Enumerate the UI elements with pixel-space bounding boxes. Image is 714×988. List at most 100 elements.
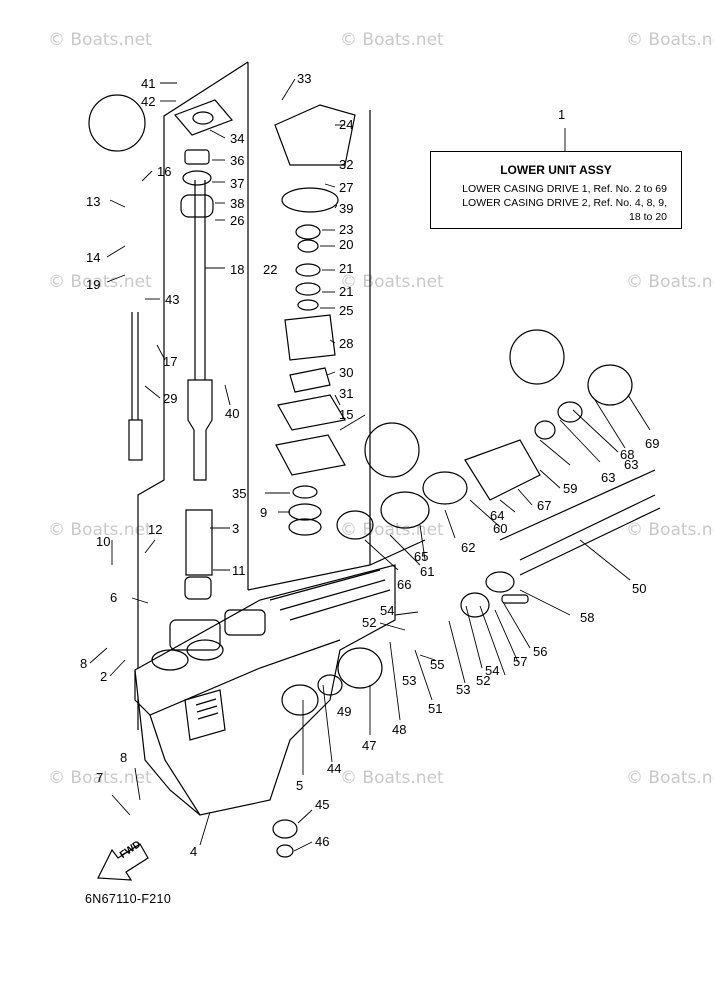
shift-rod-part <box>128 312 143 461</box>
watermark-text: © Boats.net <box>48 272 152 292</box>
callout-4: 4 <box>190 844 198 859</box>
watermark-text: © Boats.net <box>340 272 444 292</box>
watermark-text: © Boats.net <box>340 30 444 50</box>
callout-7: 7 <box>96 770 104 785</box>
callout-21: 21 <box>339 261 354 276</box>
callout-52: 52 <box>362 615 377 630</box>
leader-lines <box>89 78 651 852</box>
water-pump-components <box>274 104 356 536</box>
watermark-text: © Boats.net <box>626 768 714 788</box>
callout-21: 21 <box>339 284 354 299</box>
assy-line-1: LOWER CASING DRIVE 1, Ref. No. 2 to 69 <box>462 183 667 195</box>
callout-61: 61 <box>420 564 435 579</box>
callout-45: 45 <box>315 797 330 812</box>
drive-shaft-part <box>187 180 213 481</box>
callout-56: 56 <box>533 644 548 659</box>
watermark-text: © Boats.net <box>626 30 714 50</box>
callout-2: 2 <box>100 669 108 684</box>
callout-31: 31 <box>339 386 354 401</box>
callout-48: 48 <box>392 722 407 737</box>
callout-35: 35 <box>232 486 247 501</box>
callout-42: 42 <box>141 94 156 109</box>
callout-30: 30 <box>339 365 354 380</box>
callout-9: 9 <box>260 505 268 520</box>
callout-65: 65 <box>414 549 429 564</box>
callout-6: 6 <box>110 590 118 605</box>
watermark-text: © Boats.net <box>48 520 152 540</box>
lubricant-symbol-circles <box>88 94 565 478</box>
callout-54: 54 <box>485 663 500 678</box>
callout-20: 20 <box>339 237 354 252</box>
watermark-text: © Boats.net <box>48 30 152 50</box>
forward-arrow-shape <box>97 843 149 881</box>
callout-39: 39 <box>339 201 354 216</box>
callout-23: 23 <box>339 222 354 237</box>
callout-14: 14 <box>86 250 101 265</box>
callout-67: 67 <box>537 498 552 513</box>
callout-37: 37 <box>230 176 245 191</box>
callout-24: 24 <box>339 117 354 132</box>
assy-line-3: 18 to 20 <box>629 211 667 223</box>
watermark-text: © Boats.net <box>48 768 152 788</box>
callout-60: 60 <box>493 521 508 536</box>
callout-8: 8 <box>120 750 128 765</box>
callout-32: 32 <box>339 157 354 172</box>
callout-50: 50 <box>632 581 647 596</box>
callout-16: 16 <box>157 164 172 179</box>
callout-27: 27 <box>339 180 354 195</box>
callout-66: 66 <box>397 577 412 592</box>
callout-19: 19 <box>86 277 101 292</box>
callout-52: 52 <box>476 673 491 688</box>
watermark-text: © Boats.net <box>626 272 714 292</box>
callout-11: 11 <box>232 563 246 578</box>
callout-12: 12 <box>148 522 163 537</box>
callout-3: 3 <box>232 521 240 536</box>
callout-57: 57 <box>513 654 528 669</box>
callout-26: 26 <box>230 213 245 228</box>
callout-18: 18 <box>230 262 245 277</box>
callout-53: 53 <box>402 673 417 688</box>
gear-components <box>272 364 633 858</box>
callout-44: 44 <box>327 761 342 776</box>
callout-68: 68 <box>620 447 635 462</box>
assy-ref-number: 1 <box>558 107 566 122</box>
callout-25: 25 <box>339 303 354 318</box>
callout-22: 22 <box>263 262 278 277</box>
callout-15: 15 <box>339 407 354 422</box>
upper-components <box>173 99 234 600</box>
watermark-text: © Boats.net <box>626 520 714 540</box>
assy-line-2: LOWER CASING DRIVE 2, Ref. No. 4, 8, 9, <box>462 197 667 209</box>
propeller-shaft-part <box>519 494 661 576</box>
callout-40: 40 <box>225 406 240 421</box>
callout-69: 69 <box>645 436 660 451</box>
callout-13: 13 <box>86 194 101 209</box>
assembly-guide-lines <box>137 61 656 730</box>
figure-code: 6N67110-F210 <box>85 892 172 906</box>
callout-41: 41 <box>141 76 156 91</box>
callout-36: 36 <box>230 153 245 168</box>
callout-10: 10 <box>96 534 111 549</box>
callout-17: 17 <box>163 354 178 369</box>
callout-63: 63 <box>624 457 639 472</box>
callout-58: 58 <box>580 610 595 625</box>
callout-46: 46 <box>315 834 330 849</box>
callout-55: 55 <box>430 657 445 672</box>
callout-59: 59 <box>563 481 578 496</box>
callout-33: 33 <box>297 71 312 86</box>
callout-47: 47 <box>362 738 377 753</box>
callout-49: 49 <box>337 704 352 719</box>
callout-28: 28 <box>339 336 354 351</box>
callout-51: 51 <box>428 701 443 716</box>
callout-5: 5 <box>296 778 304 793</box>
callout-38: 38 <box>230 196 245 211</box>
callout-29: 29 <box>163 391 178 406</box>
callout-34: 34 <box>230 131 245 146</box>
callout-63: 63 <box>601 470 616 485</box>
callout-54: 54 <box>380 603 395 618</box>
watermark-text: © Boats.net <box>340 768 444 788</box>
callout-8: 8 <box>80 656 88 671</box>
assy-title: LOWER UNIT ASSY <box>500 163 612 177</box>
callout-62: 62 <box>461 540 476 555</box>
